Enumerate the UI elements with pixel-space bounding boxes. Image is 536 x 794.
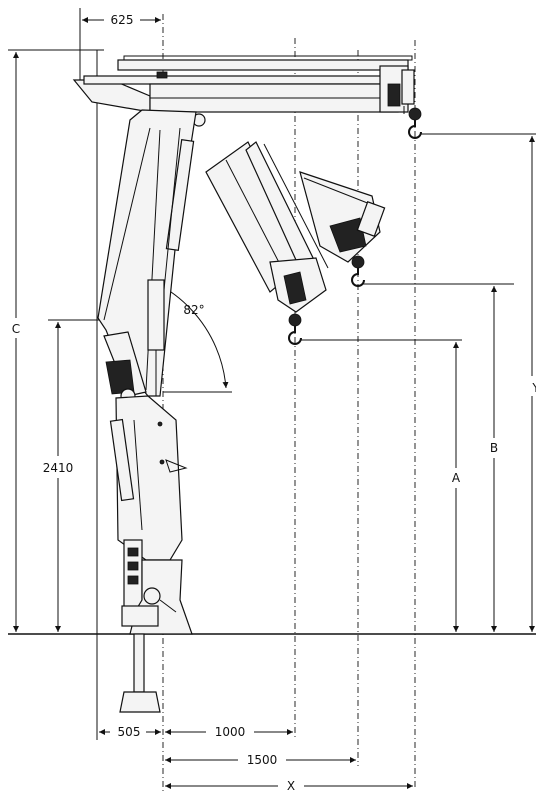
horizontal-boom bbox=[72, 55, 415, 127]
dimension-b: B bbox=[362, 283, 514, 632]
dimension-625: 625 bbox=[79, 8, 161, 80]
dim-1000-label: 1000 bbox=[215, 725, 246, 739]
tilted-boom bbox=[205, 141, 386, 313]
dim-1500-label: 1500 bbox=[247, 753, 278, 767]
dim-a-label: A bbox=[452, 471, 461, 485]
dimension-a: A bbox=[300, 339, 462, 632]
hook-icon bbox=[288, 313, 302, 345]
dimension-c: C bbox=[8, 49, 104, 632]
dim-x-label: X bbox=[287, 779, 295, 793]
dimension-x: X bbox=[165, 779, 413, 793]
dimension-y: Y bbox=[420, 133, 536, 632]
dimension-1500: 1500 bbox=[165, 753, 356, 767]
dimension-2410: 2410 bbox=[43, 319, 100, 632]
hook-icon bbox=[351, 255, 365, 287]
dim-y-label: Y bbox=[531, 381, 536, 395]
crane-base bbox=[119, 539, 193, 713]
dim-625-label: 625 bbox=[111, 13, 134, 27]
dimension-1000: 1000 bbox=[165, 725, 293, 739]
dim-505-label: 505 bbox=[118, 725, 141, 739]
dim-c-label: C bbox=[12, 322, 20, 336]
dim-2410-label: 2410 bbox=[43, 461, 74, 475]
hook-icon bbox=[408, 107, 422, 139]
angle-82-label: 82° bbox=[183, 303, 204, 317]
dim-b-label: B bbox=[490, 441, 498, 455]
main-column bbox=[97, 109, 197, 561]
dimension-505: 505 bbox=[99, 725, 161, 739]
